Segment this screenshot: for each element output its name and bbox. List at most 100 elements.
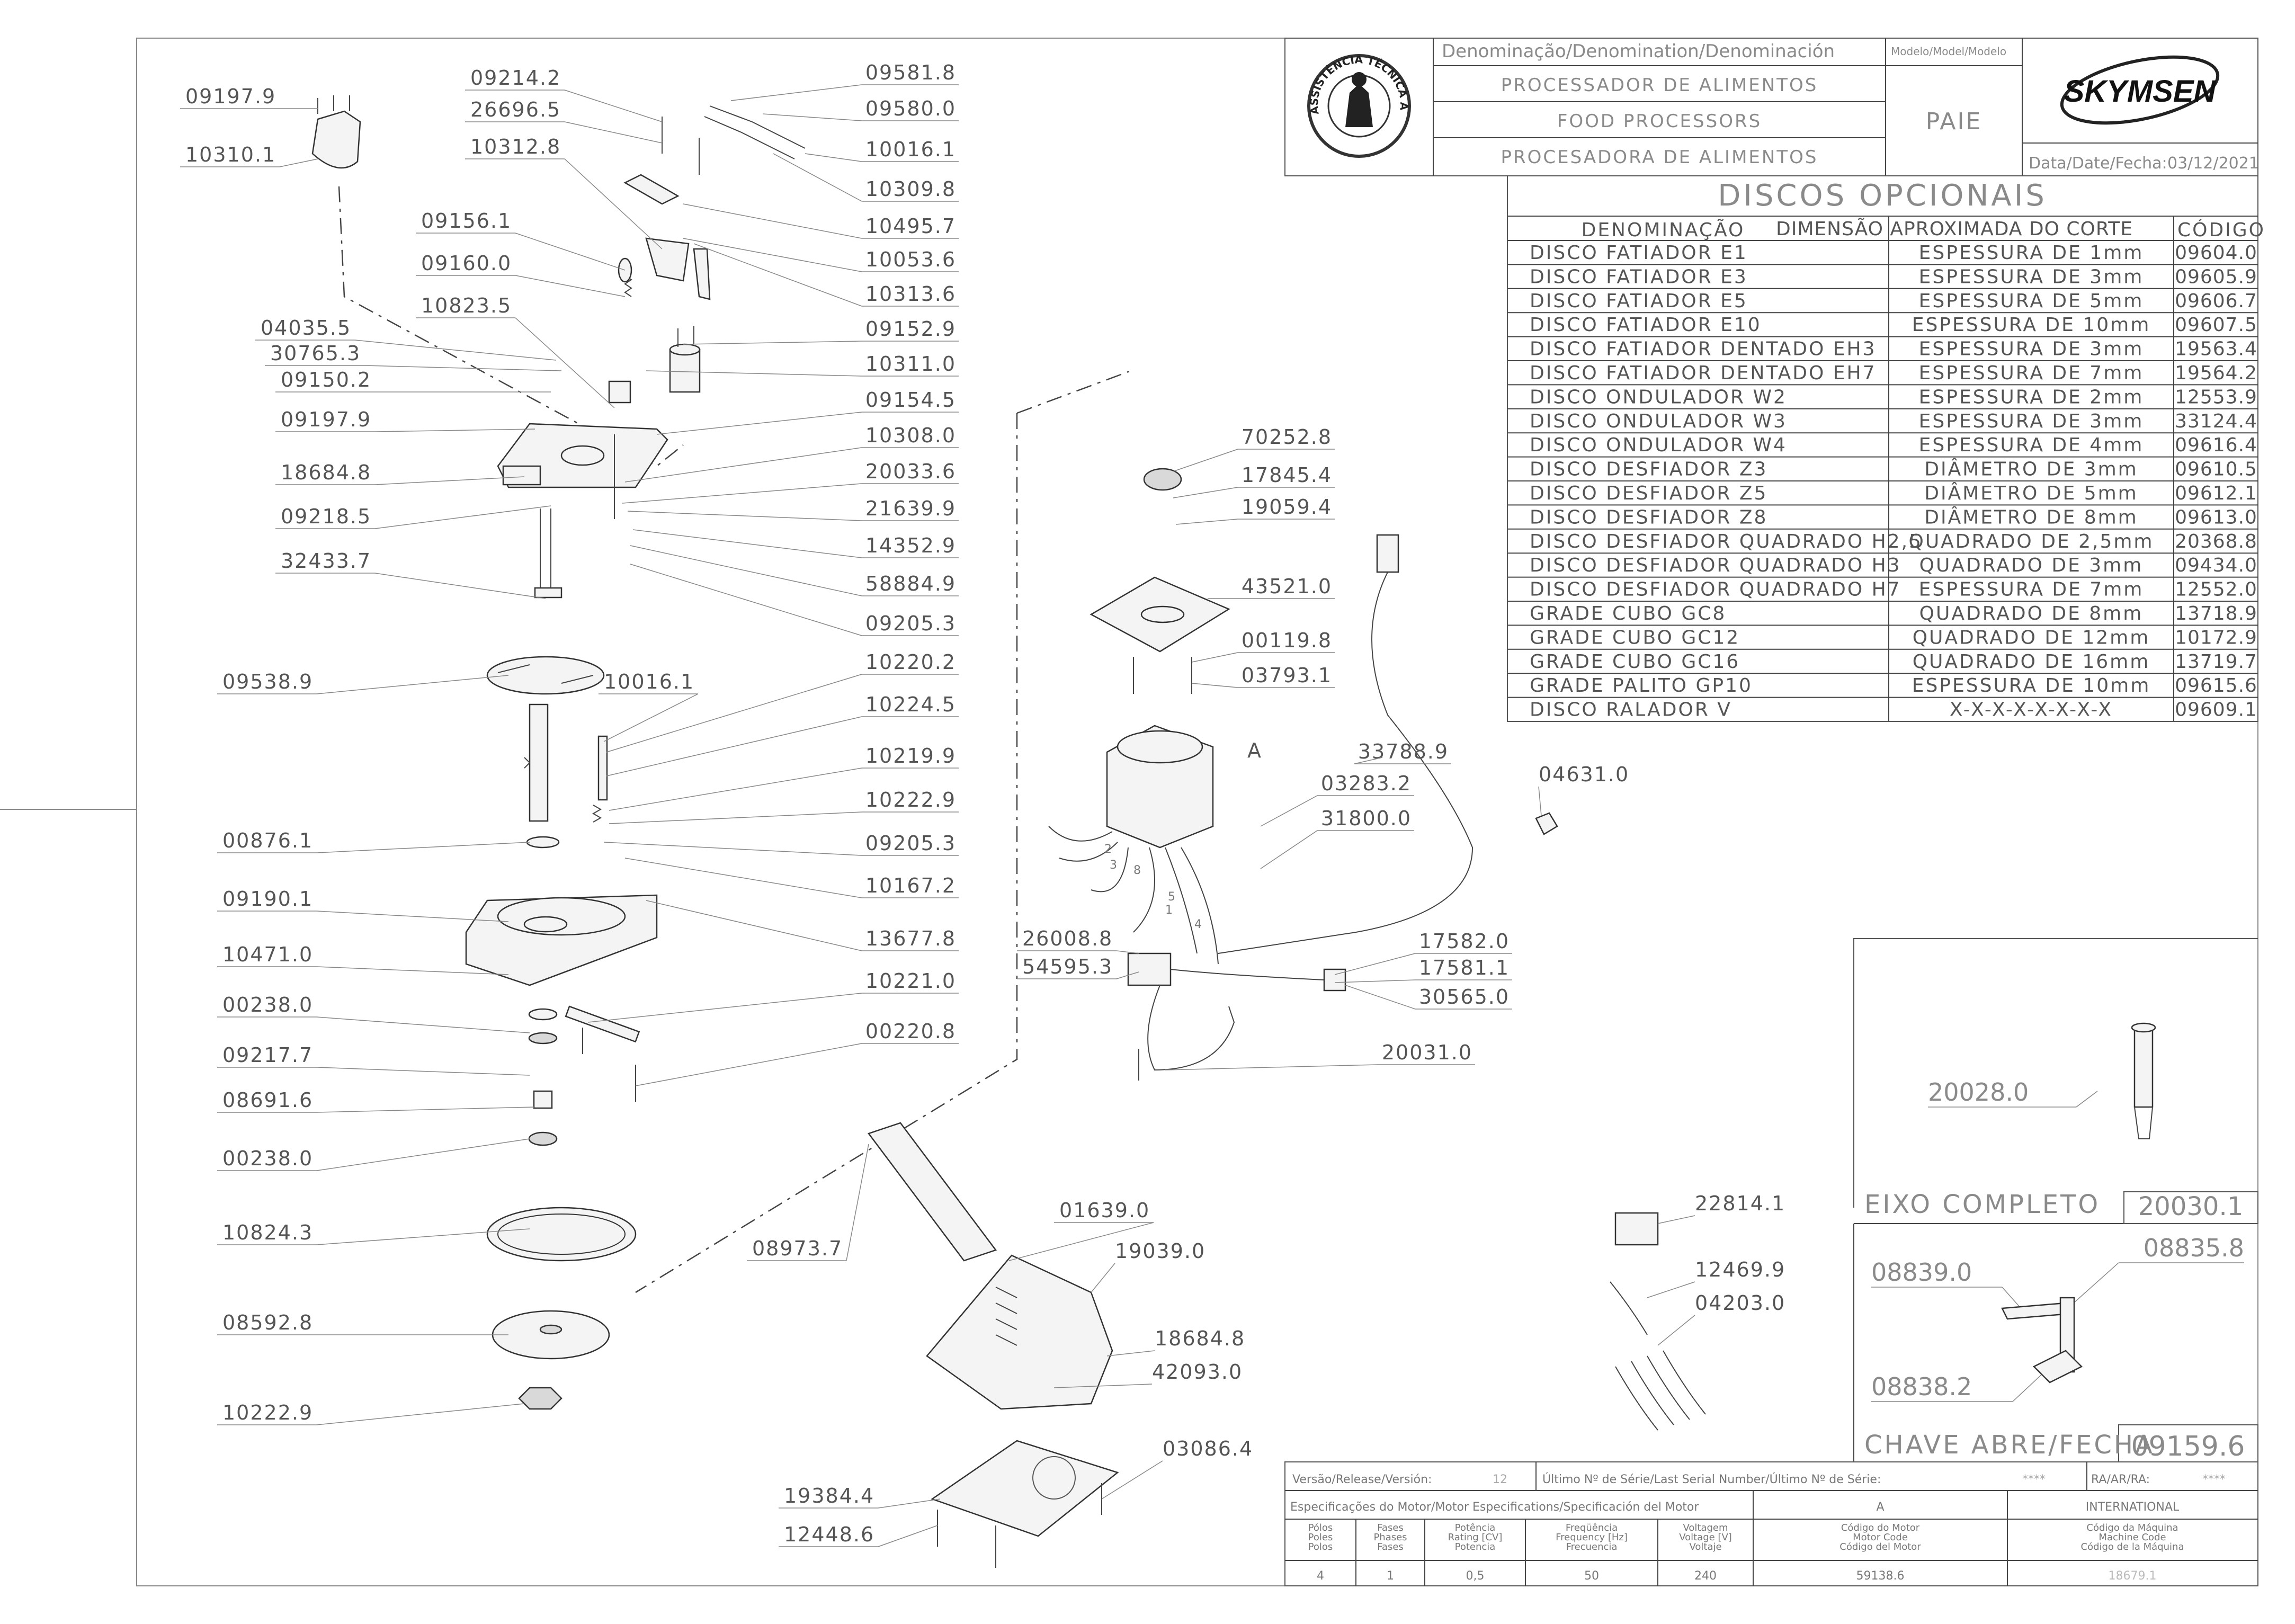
wire-number: 4 [1194,918,1202,931]
part-number-label: 10221.0 [865,969,956,993]
part-number-label: 10308.0 [865,424,956,447]
disc-row-dimension: QUADRADO DE 2,5mm [1908,531,2154,552]
part-number-label: 04203.0 [1695,1291,1785,1315]
part-number-label: 09580.0 [865,97,956,120]
part-number-label: 08838.2 [1871,1372,1972,1401]
disc-row-dimension: ESPESSURA DE 4mm [1919,434,2144,456]
skymsen-logo: SKYMSEN [2060,55,2220,125]
part-number-label: 09150.2 [281,368,371,391]
disc-row-dimension: QUADRADO DE 12mm [1913,627,2150,648]
wire-number: 2 [1104,843,1112,856]
disc-row-code: 13718.9 [2175,603,2257,624]
handle-part [623,174,680,205]
part-number-label: 10311.0 [865,352,956,376]
part-number-label: 30765.3 [270,342,361,365]
part-number-label: 08592.8 [222,1311,313,1334]
part-number-label: 20028.0 [1928,1078,2029,1107]
disc-row-code: 19564.2 [2175,362,2257,384]
wire-number: 1 [1165,904,1173,917]
part-number-label: 10224.5 [865,693,956,716]
bottom-plate-part [931,1440,1119,1537]
part-number-label: 14352.9 [865,534,956,557]
part-number-label: 43521.0 [1242,575,1332,598]
disc-row-name: DISCO FATIADOR E3 [1530,266,1748,288]
part-number-label: 26696.5 [470,98,561,121]
disc-row-dimension: DIÂMETRO DE 5mm [1924,482,2138,504]
disc-row-dimension: ESPESSURA DE 7mm [1919,362,2144,384]
part-number-label: 09156.1 [421,209,512,233]
part-number-label: 09217.7 [222,1043,313,1067]
name-en: FOOD PROCESSORS [1557,111,1762,132]
serial-label: Último Nº de Série/Last Serial Number/Úl… [1542,1473,1881,1486]
name-pt: PROCESSADOR DE ALIMENTOS [1501,75,1818,96]
poles-value: 4 [1317,1569,1324,1583]
part-number-label: 17845.4 [1242,463,1332,487]
part-number-label: 32433.7 [281,549,371,573]
disc-row-name: DISCO DESFIADOR QUADRADO H3 [1530,555,1901,576]
pulley-part [492,1310,610,1360]
part-number-label: 09197.9 [185,85,276,108]
part-number-label: 09197.9 [281,408,371,431]
col-code: CÓDIGO [2177,219,2265,241]
part-number-label: 10312.8 [470,135,561,158]
part-number-label: 10823.5 [421,294,512,317]
disc-row-name: DISCO DESFIADOR Z5 [1530,483,1767,504]
disc-row-dimension: QUADRADO DE 16mm [1913,651,2150,673]
col-denomination: DENOMINAÇÃO [1582,219,1745,241]
disc-row-code: 09613.0 [2175,506,2257,528]
wire-number: 5 [1168,890,1175,904]
disc-row-code: 12552.0 [2175,579,2257,601]
part-number-label: 08835.8 [2144,1234,2244,1262]
part-number-label: 01639.0 [1059,1199,1150,1222]
disc-row-name: DISCO FATIADOR DENTADO EH7 [1530,362,1877,384]
part-number-label: 30565.0 [1419,985,1510,1009]
disc-row-dimension: ESPESSURA DE 10mm [1912,314,2151,336]
date-label: Data/Date/Fecha: [2029,154,2167,173]
disc-row-dimension: ESPESSURA DE 3mm [1919,411,2144,432]
name-es: PROCESADORA DE ALIMENTOS [1501,147,1818,168]
part-number-label: 10310.1 [185,143,276,166]
part-number-label: 00220.8 [865,1020,956,1043]
date-value: 03/12/2021 [2167,154,2259,173]
motor-spec-label: Especificações do Motor/Motor Especifica… [1290,1501,1699,1514]
part-number-label: 09154.5 [865,388,956,412]
power-value: 0,5 [1466,1569,1485,1583]
disc-row-dimension: ESPESSURA DE 3mm [1919,266,2144,288]
part-number-label: 03793.1 [1242,664,1332,687]
model-value: PAIE [1926,108,1983,135]
part-number-label: 17581.1 [1419,956,1510,979]
phases-value: 1 [1387,1569,1394,1583]
part-number-label: 19039.0 [1115,1239,1205,1263]
motor-col-a: A [1876,1501,1884,1514]
part-number-label: 00238.0 [222,1147,313,1170]
gasket-part [867,1122,997,1262]
wire-number: 3 [1110,859,1117,872]
disc-row-code: 33124.4 [2175,411,2257,432]
axle-title: EIXO COMPLETO [1864,1190,2100,1219]
part-number-label: 08973.7 [752,1237,843,1260]
cover-separator-line [338,186,684,467]
disc-row-dimension: DIÂMETRO DE 3mm [1924,458,2138,480]
disc-row-code: 09604.0 [2175,242,2257,264]
part-number-label: 10219.9 [865,744,956,768]
part-number-label: 09218.5 [281,505,371,528]
disc-row-dimension: ESPESSURA DE 2mm [1919,386,2144,408]
key-code: 09159.6 [2131,1431,2245,1462]
model-title: Modelo/Model/Modelo [1891,45,2006,58]
discs-title: DISCOS OPCIONAIS [1718,179,2047,213]
denomination-title: Denominação/Denomination/Denominación [1442,41,1835,62]
disc-row-code: 09434.0 [2175,555,2257,576]
part-number-label: 04035.5 [261,316,351,340]
part-number-label: 04631.0 [1539,763,1629,786]
version-label: Versão/Release/Versión: [1292,1473,1432,1486]
group-separator-line [635,413,1018,1293]
part-number-label: 12448.6 [784,1523,874,1546]
axle-code: 20030.1 [2138,1192,2244,1221]
part-number-label: 00119.8 [1242,629,1332,652]
box-part [926,1254,1113,1410]
